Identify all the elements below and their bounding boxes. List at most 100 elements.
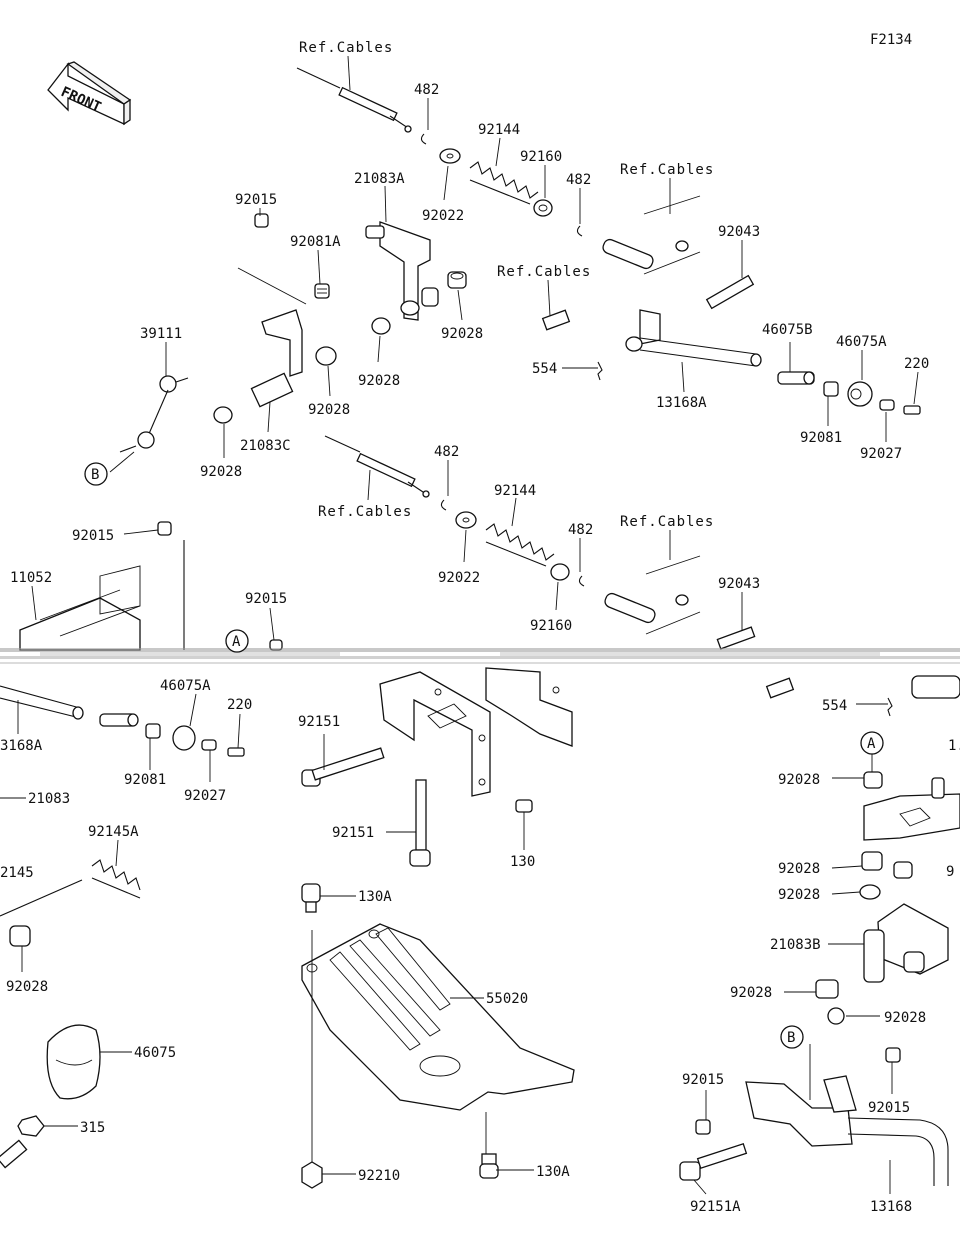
- upper-cable-link: [602, 195, 701, 275]
- label-92027: 92027: [860, 446, 902, 462]
- label-92015: 92015: [682, 1072, 724, 1088]
- upper-220-screw: [903, 405, 921, 415]
- mid-92015-nut-a: [157, 521, 172, 536]
- label-92043: 92043: [718, 224, 760, 240]
- label-13168A: 3168A: [0, 738, 43, 754]
- lower-left-220-screw: [227, 747, 245, 757]
- left-stud: [0, 1139, 28, 1169]
- label-13168: 13168: [870, 1199, 912, 1215]
- right-92015-nut-b: [885, 1047, 901, 1063]
- lower-left-92081-spring: [145, 723, 161, 739]
- right-spring: [893, 861, 913, 879]
- ref-circle-b-lower: B: [780, 1025, 804, 1049]
- label-39111: 39111: [140, 326, 182, 342]
- upper-cable-rod: [296, 67, 412, 133]
- label-220: 220: [227, 697, 252, 713]
- right-92028-bushing-a: [863, 771, 883, 789]
- left-315-nut: [17, 1115, 45, 1137]
- right-92028-bushing-e: [827, 1007, 845, 1025]
- front-arrow-icon: FRONT: [47, 61, 132, 126]
- mid-92043-pin: [716, 626, 756, 650]
- label-92028: 92028: [778, 772, 820, 788]
- label-92027: 92027: [184, 788, 226, 804]
- right-lower-bracket: [745, 1075, 857, 1147]
- center-92151-bolt-b: [409, 779, 431, 867]
- center-130-bolt: [515, 799, 533, 813]
- label-46075: 46075: [134, 1045, 176, 1061]
- part-labels: Ref.Cables 482 92144 92160 Ref.Cables 21…: [0, 40, 960, 1215]
- upper-92160-collar: [533, 199, 553, 217]
- upper-92028-bushing-d: [213, 406, 233, 424]
- label-46075A: 46075A: [160, 678, 211, 694]
- label-55020: 55020: [486, 991, 528, 1007]
- ref-circle-b-lower-label: B: [787, 1030, 795, 1046]
- upper-46075A-knob: [847, 381, 873, 407]
- left-spring-rod: [0, 879, 83, 917]
- ref-circle-b-upper: B: [84, 462, 108, 486]
- upper-21083C-sleeve: [250, 372, 294, 408]
- lower-left-bolt: [99, 713, 139, 727]
- label-21083C: 21083C: [240, 438, 291, 454]
- label-315: 315: [80, 1120, 105, 1136]
- label-46075A: 46075A: [836, 334, 887, 350]
- label-482: 482: [566, 172, 591, 188]
- skid-130A-bolt-b: [479, 1153, 499, 1179]
- skid-92210-nut: [301, 1161, 323, 1189]
- label-92151: 92151: [298, 714, 340, 730]
- label-92081: 92081: [800, 430, 842, 446]
- label-92145A: 92145A: [88, 824, 139, 840]
- upper-92028-bushing-b: [371, 317, 391, 335]
- upper-92043-pin: [705, 274, 755, 310]
- diagram-code: F2134: [870, 32, 912, 48]
- upper-21083A-bracket: [365, 221, 439, 321]
- right-92028-bushing-c: [859, 884, 881, 900]
- label-92144: 92144: [478, 122, 520, 138]
- center-92151-bolt-a: [301, 747, 385, 787]
- label-130: 130: [510, 854, 535, 870]
- label-92081A: 92081A: [290, 234, 341, 250]
- upper-92022-washer: [439, 148, 461, 164]
- left-92028-bushing: [9, 925, 31, 947]
- right-21083B-bracket: [863, 903, 949, 983]
- label-92028: 92028: [441, 326, 483, 342]
- mid-11052-bracket: [19, 540, 185, 651]
- label-482: 482: [568, 522, 593, 538]
- label-ref-cables: Ref.Cables: [497, 264, 591, 280]
- upper-39111-arm-bracket: [237, 267, 307, 377]
- label-92210: 92210: [358, 1168, 400, 1184]
- upper-92028-bushing-c: [315, 346, 337, 366]
- label-92144: 92144: [494, 483, 536, 499]
- label-92015: 92015: [868, 1100, 910, 1116]
- skid-plate-55020: [301, 923, 575, 1111]
- label-21083A: 21083A: [354, 171, 405, 187]
- label-92028: 92028: [200, 464, 242, 480]
- label-11052: 11052: [10, 570, 52, 586]
- right-92015-nut-a: [695, 1119, 711, 1135]
- upper-92028-bushing-a: [447, 271, 467, 289]
- label-92015: 92015: [235, 192, 277, 208]
- label-554: 554: [532, 361, 557, 377]
- label-2145: 2145: [0, 865, 34, 881]
- ref-circle-a-mid-label: A: [232, 634, 241, 650]
- label-92015: 92015: [245, 591, 287, 607]
- mid-482-clip: [440, 499, 447, 511]
- upper-482-clip-b: [576, 225, 583, 237]
- center-frame-bracket: [379, 667, 573, 797]
- ref-circle-a-right: A: [860, 731, 884, 755]
- ref-circle-a-mid: A: [225, 629, 249, 653]
- label-92028: 92028: [884, 1010, 926, 1026]
- upper-482-clip: [420, 133, 427, 145]
- label-21083: 21083: [28, 791, 70, 807]
- mid-482-clip-b: [578, 575, 585, 587]
- right-pin: [765, 677, 795, 699]
- ref-circle-b-upper-label: B: [91, 467, 99, 483]
- mid-92160-collar: [550, 563, 570, 581]
- label-92022: 92022: [422, 208, 464, 224]
- label-130A: 130A: [358, 889, 392, 905]
- upper-92081-spring: [823, 381, 839, 397]
- ref-circle-a-right-label: A: [867, 736, 876, 752]
- label-92160: 92160: [530, 618, 572, 634]
- upper-pin-ref-cables: [541, 309, 571, 331]
- upper-13168A-shaft: [625, 309, 762, 367]
- leader-lines: [0, 55, 919, 1195]
